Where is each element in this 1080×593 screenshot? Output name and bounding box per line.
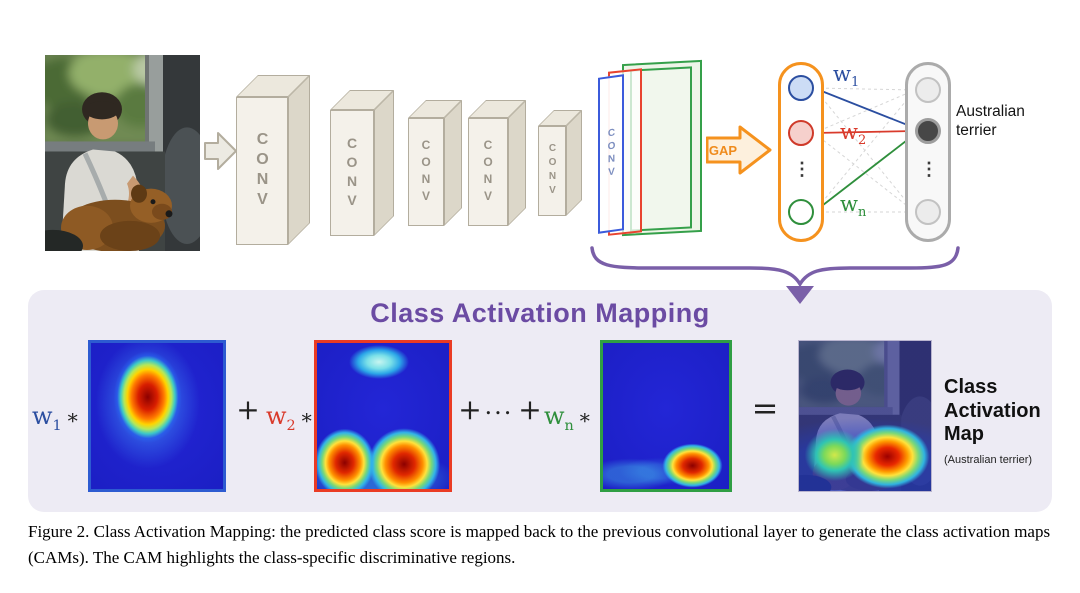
- conv-block-side-face: [566, 110, 582, 216]
- weight-base: w: [833, 62, 851, 86]
- gap-label: GAP: [708, 143, 738, 158]
- cam-result-image: [798, 340, 932, 492]
- weight-label-w1: w1: [833, 62, 860, 91]
- conv-block-3: CONV: [408, 100, 462, 226]
- conv-block-side-face: [444, 100, 462, 226]
- weight-base: w: [266, 402, 287, 430]
- cam-heatmap-n: [600, 340, 732, 492]
- output-ellipsis: ⋮: [920, 159, 938, 179]
- conv-block-2: CONV: [330, 90, 394, 236]
- weight-sub: 2: [857, 133, 867, 149]
- cam-heatmap-1: [88, 340, 226, 492]
- unit-node-blue: [788, 75, 814, 101]
- conv-label: CONV: [547, 143, 558, 199]
- class-label-line2: terrier: [956, 121, 997, 139]
- conv-block-side-face: [288, 75, 310, 245]
- cam-overlay: [799, 341, 931, 491]
- output-node-bottom: [915, 199, 941, 225]
- input-photo: [45, 55, 200, 251]
- conv-block-side-face: [508, 100, 526, 226]
- conv-block-5: CONV: [538, 110, 582, 216]
- conv-block-front-face: CONV: [408, 118, 444, 226]
- result-label-line2: Activation: [944, 399, 1041, 422]
- asterisk-op: ∗: [577, 405, 592, 429]
- feature-maps: CONV: [590, 55, 710, 245]
- photo-arrow-icon: [204, 132, 237, 170]
- class-label-line1: Australian: [956, 103, 1025, 120]
- feature-vector-box: [778, 62, 824, 242]
- output-node-top: [915, 77, 941, 103]
- conv-label: CONV: [606, 127, 617, 181]
- weight-sub: n: [857, 205, 867, 221]
- weight-sub: 1: [52, 417, 62, 434]
- unit-node-red: [788, 120, 814, 146]
- brace-arrow-icon: [590, 246, 960, 304]
- conv-label: CONV: [419, 138, 433, 206]
- weight-term-n: wn∗: [544, 404, 592, 433]
- conv-block-front-face: CONV: [468, 118, 508, 226]
- weight-sub: 2: [286, 417, 296, 434]
- result-sublabel: (Australian terrier): [944, 454, 1033, 466]
- weight-term-2: w2∗: [266, 404, 314, 433]
- asterisk-op: ∗: [65, 405, 80, 429]
- plus-op-1: +: [236, 393, 260, 426]
- class-node: [915, 118, 941, 144]
- dots-op: ...: [484, 392, 514, 420]
- weight-sub: n: [564, 417, 574, 434]
- cam-panel: Class Activation Mapping w1∗ + w2∗ + ...…: [28, 290, 1052, 512]
- cam-heatmap-2: [314, 340, 452, 492]
- conv-label: CONV: [254, 131, 271, 211]
- class-label: Australian terrier: [956, 103, 1048, 141]
- plus-op-3: +: [518, 393, 542, 426]
- gap-arrow-icon: [706, 125, 772, 175]
- cam-panel-title: Class Activation Mapping: [370, 298, 710, 328]
- weight-sub: 1: [850, 75, 860, 91]
- conv-block-1: CONV: [236, 75, 310, 245]
- weight-term-1: w1∗: [32, 404, 80, 433]
- weight-base: w: [840, 120, 858, 144]
- feature-map-sheet-blue: CONV: [598, 74, 624, 234]
- weight-base: w: [544, 402, 565, 430]
- weight-base: w: [840, 192, 858, 216]
- result-label-line1: Class: [944, 376, 998, 398]
- equals-op: =: [751, 389, 779, 427]
- conv-block-front-face: CONV: [538, 126, 566, 216]
- result-label: Class Activation Map: [944, 376, 1050, 447]
- weight-label-w2: w2: [840, 120, 867, 149]
- conv-label: CONV: [481, 138, 495, 206]
- plus-op-2: +: [458, 393, 482, 426]
- vector-ellipsis: ⋮: [793, 159, 811, 179]
- conv-block-front-face: CONV: [236, 97, 288, 245]
- result-label-line3: Map: [944, 423, 984, 446]
- weight-label-wn: wn: [840, 192, 867, 221]
- conv-block-front-face: CONV: [330, 110, 374, 236]
- conv-block-4: CONV: [468, 100, 526, 226]
- weight-base: w: [32, 402, 53, 430]
- unit-node-green: [788, 199, 814, 225]
- figure-caption: Figure 2. Class Activation Mapping: the …: [28, 522, 1051, 567]
- conv-block-side-face: [374, 90, 394, 236]
- conv-label: CONV: [344, 135, 360, 211]
- asterisk-op: ∗: [299, 405, 314, 429]
